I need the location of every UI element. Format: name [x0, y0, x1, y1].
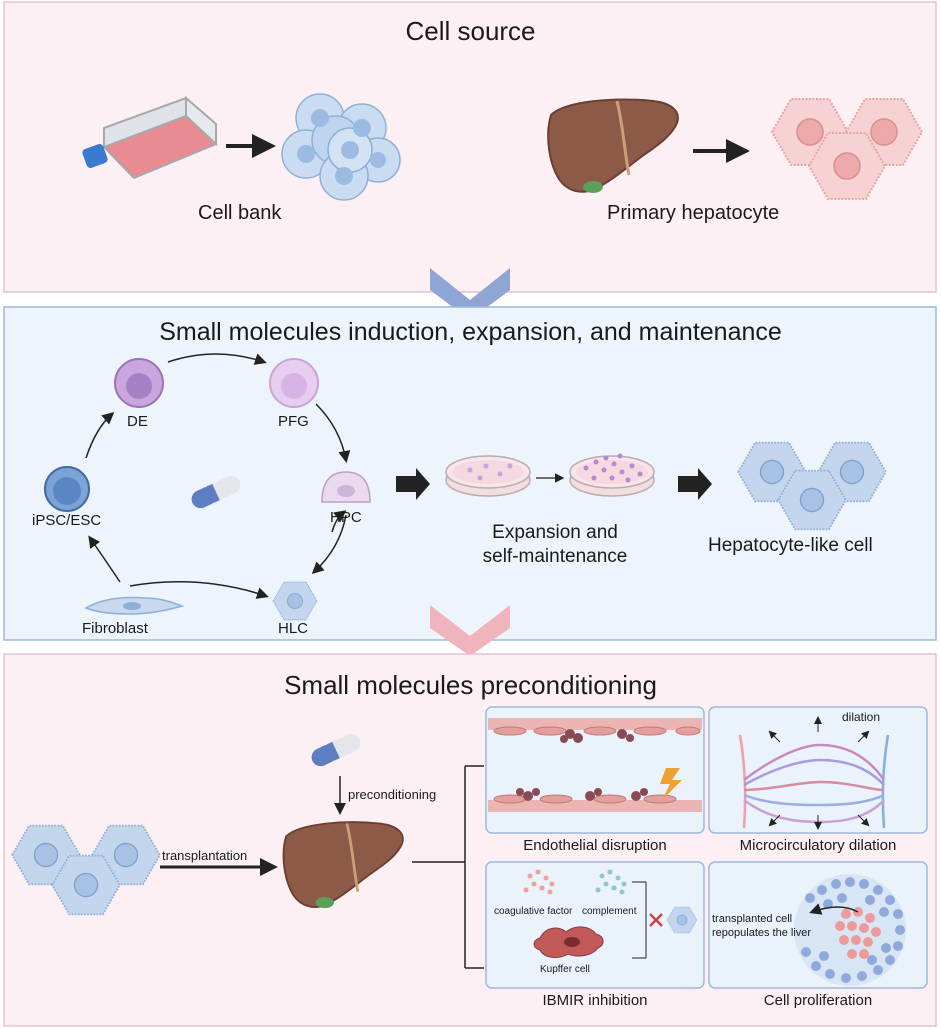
cell-bank-cluster-icon — [281, 93, 401, 201]
preconditioning-label: preconditioning — [348, 787, 437, 802]
primary-hepatocyte-label: Primary hepatocyte — [607, 202, 780, 224]
induction-title: Small molecules induction, expansion, an… — [159, 318, 782, 346]
kupffer-cell-label: Kupffer cell — [540, 964, 590, 975]
endothelial-disruption-label: Endothelial disruption — [523, 837, 667, 854]
preconditioning-title: Small molecules preconditioning — [284, 670, 657, 700]
microcirculatory-dilation-label: Microcirculatory dilation — [739, 837, 897, 854]
cell-bank-label: Cell bank — [198, 202, 282, 224]
expansion-label-line2: self-maintenance — [482, 546, 628, 567]
hlc-label: HLC — [278, 620, 309, 637]
dish-cells-many — [583, 453, 643, 483]
ibmir-inhibition-label: IBMIR inhibition — [542, 992, 648, 1009]
petri-dish-icon — [445, 455, 531, 497]
ipsc-cell-icon — [44, 466, 90, 512]
ibmir-panel — [485, 861, 705, 989]
differentiation-cycle-arrows — [85, 353, 351, 599]
fibroblast-label: Fibroblast — [82, 620, 148, 637]
coagulative-factor-dots-icon — [523, 869, 555, 895]
kupffer-cell-icon — [533, 926, 604, 958]
complement-dots-icon — [595, 869, 627, 895]
microvasculature-icon — [738, 734, 890, 829]
repopulation-arrow — [809, 903, 859, 915]
ipsc-label: iPSC/ESC — [32, 512, 102, 529]
arrow-to-expansion — [396, 468, 430, 500]
expansion-label-line1: Expansion and — [492, 522, 618, 543]
culture-flask-icon — [82, 95, 218, 180]
ibmir-bracket — [632, 881, 647, 959]
fibroblast-cell-icon — [84, 596, 185, 615]
endothelium-icon — [488, 718, 702, 812]
transplanted-cell-label-1: transplanted cell — [712, 913, 793, 925]
dish-cells-few — [467, 463, 513, 481]
cell-proliferation-label: Cell proliferation — [763, 992, 873, 1009]
dilation-label: dilation — [842, 710, 881, 724]
repopulation-cluster-icon — [794, 874, 906, 986]
dilation-arrows — [768, 716, 870, 830]
de-label: DE — [127, 413, 148, 430]
arrow-to-hepatocyte-like — [678, 468, 712, 500]
cell-source-title: Cell source — [405, 16, 536, 46]
transplanted-cell-label-2: repopulates the liver — [712, 927, 812, 939]
hpc-label: HPC — [330, 509, 362, 526]
pfg-cell-icon — [269, 358, 319, 408]
transplantation-label: transplantation — [162, 848, 248, 863]
de-cell-icon — [114, 358, 164, 408]
outcome-bracket — [412, 765, 484, 969]
coagulative-factor-label: coagulative factor — [494, 906, 573, 917]
inhibition-cross-icon — [649, 913, 663, 927]
pfg-label: PFG — [278, 413, 309, 430]
hepatocyte-like-label: Hepatocyte-like cell — [708, 535, 873, 556]
down-chevron-icon-2 — [430, 605, 510, 656]
complement-label: complement — [582, 906, 637, 917]
hpc-cell-icon — [321, 471, 371, 503]
